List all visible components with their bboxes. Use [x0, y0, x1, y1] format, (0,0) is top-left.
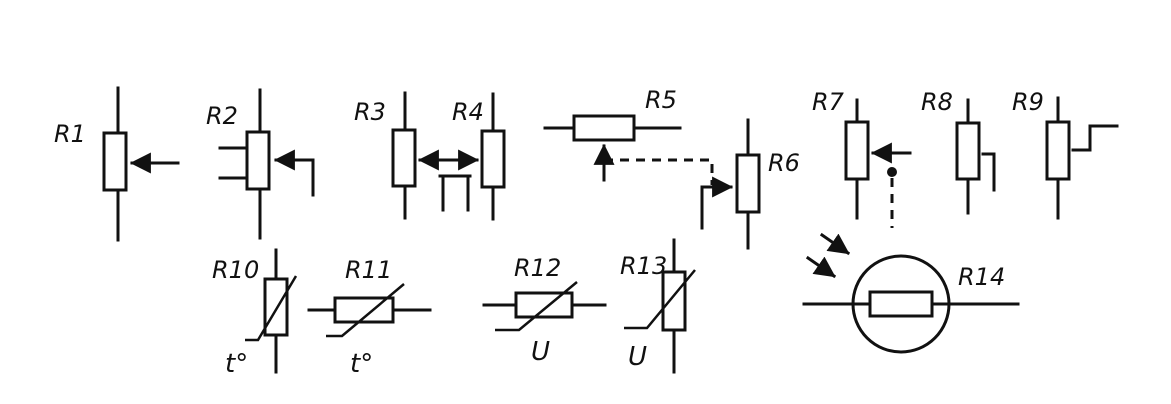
resistor-r2: R2	[206, 88, 315, 240]
label-r11: R11	[345, 256, 392, 284]
label-r6: R6	[768, 149, 800, 177]
label-r10: R10	[212, 256, 259, 284]
resistor-r8: R8	[921, 88, 996, 215]
photoresistor-r14: R14	[802, 232, 1020, 354]
symbol-voltage-r13: U	[628, 342, 647, 372]
coupling-link-r5-r6	[604, 158, 714, 185]
label-r14: R14	[958, 263, 1005, 291]
light-arrow-2	[805, 255, 837, 279]
label-r1: R1	[54, 120, 86, 148]
thermistor-r11: R11 t°	[307, 256, 432, 379]
resistor-r4: R4	[438, 92, 506, 221]
symbol-temperature-r11: t°	[350, 349, 373, 379]
thermistor-r10: R10 t°	[212, 248, 298, 379]
label-r3: R3	[354, 98, 386, 126]
label-r4: R4	[452, 98, 484, 126]
resistor-r9: R9	[1012, 88, 1119, 220]
label-r2: R2	[206, 102, 238, 130]
resistor-r7: R7	[812, 88, 912, 228]
resistor-r5: R5	[543, 86, 682, 182]
label-r12: R12	[514, 254, 561, 282]
resistor-r6: R6	[700, 118, 800, 250]
varistor-r12: R12 U	[482, 254, 607, 367]
resistor-r1: R1	[54, 86, 180, 242]
label-r7: R7	[812, 88, 845, 116]
varistor-r13: R13 U	[620, 238, 696, 374]
light-arrow-1	[819, 232, 851, 256]
label-r5: R5	[645, 86, 677, 114]
label-r13: R13	[620, 252, 667, 280]
resistor-r3: R3	[354, 91, 442, 220]
label-r8: R8	[921, 88, 953, 116]
label-r9: R9	[1012, 88, 1044, 116]
symbol-temperature-r10: t°	[225, 349, 248, 379]
symbol-voltage-r12: U	[531, 337, 550, 367]
